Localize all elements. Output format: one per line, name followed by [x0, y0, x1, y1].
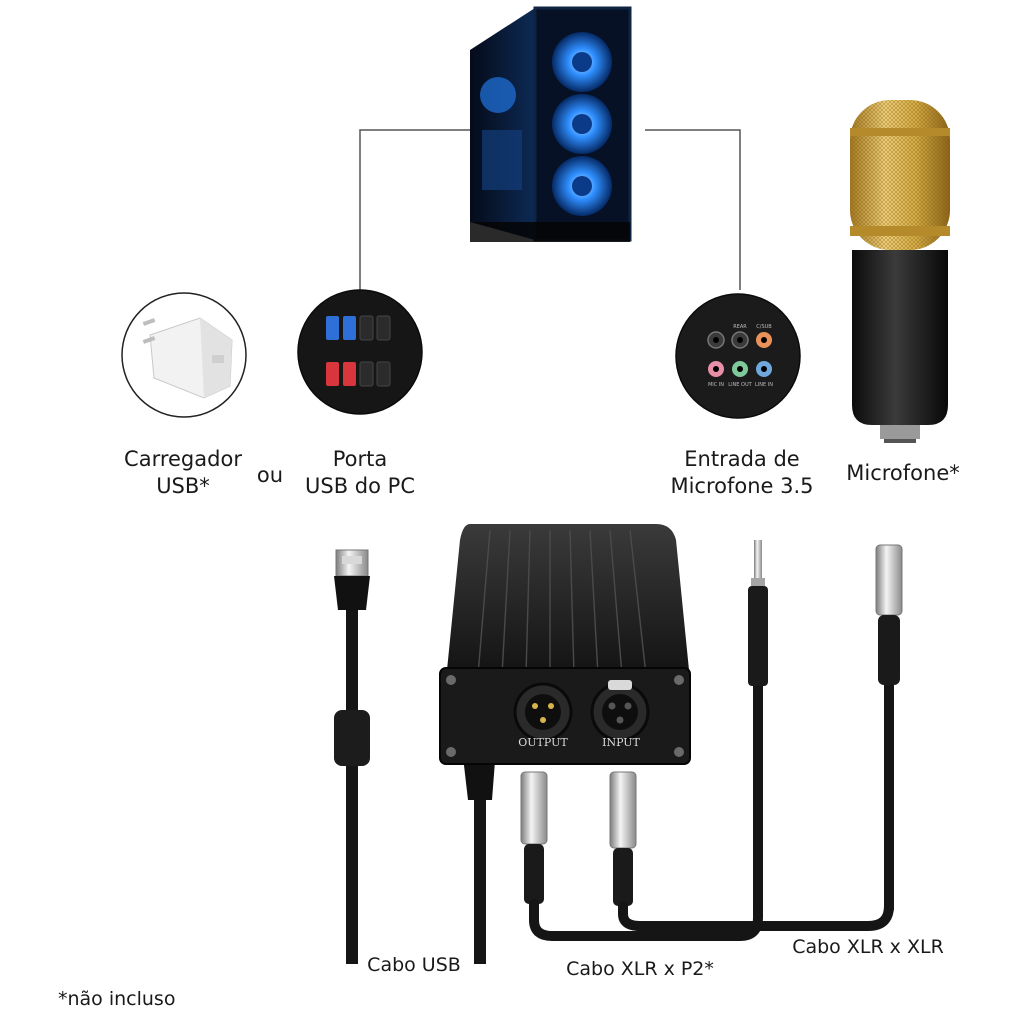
charger-caption-line1: Carregador — [124, 447, 242, 471]
pc-usb-caption-line1: Porta — [332, 447, 388, 471]
audio-jack-top-label: C/SUB — [756, 324, 772, 330]
audio-jack-label: LINE IN — [755, 382, 773, 388]
usb-cable-image — [334, 549, 370, 964]
output-jack-label: OUTPUT — [518, 736, 568, 749]
charger-caption: Carregador USB* — [108, 446, 258, 500]
pc-tower-image — [470, 6, 632, 242]
input-jack-label: INPUT — [602, 736, 640, 749]
audio-jack-label: LINE OUT — [728, 382, 752, 388]
mic-input-caption-line1: Entrada de — [684, 447, 800, 471]
phantom-power-device-image — [439, 524, 691, 765]
microphone-image — [850, 100, 950, 443]
xlr-p2-cable-caption: Cabo XLR x P2* — [566, 958, 714, 980]
pc-usb-port-image — [297, 289, 423, 415]
usb-charger-image — [121, 292, 247, 418]
xlr-xlr-cable-caption: Cabo XLR x XLR — [792, 936, 944, 958]
xlr-female-image — [875, 544, 903, 910]
audio-jack-top-label: REAR — [733, 324, 747, 330]
mic-input-caption: Entrada de Microfone 3.5 — [660, 446, 824, 500]
pc-usb-caption: Porta USB do PC — [290, 446, 430, 500]
pc-usb-caption-line2: USB do PC — [305, 474, 415, 498]
or-caption: ou — [256, 463, 284, 487]
mic-input-caption-line2: Microfone 3.5 — [670, 474, 814, 498]
xlr-cables-image — [529, 899, 894, 941]
audio-jack-label: MIC IN — [708, 382, 724, 388]
p2-jack-image — [748, 540, 768, 916]
usb-cable-caption: Cabo USB — [367, 954, 461, 976]
audio-input-panel-image — [675, 293, 801, 419]
pc-connector-lines — [359, 129, 741, 290]
charger-caption-line2: USB* — [156, 474, 210, 498]
xlr-male-connectors-image — [520, 771, 637, 906]
microphone-caption: Microfone* — [846, 461, 960, 485]
not-included-note: *não incluso — [58, 988, 176, 1010]
